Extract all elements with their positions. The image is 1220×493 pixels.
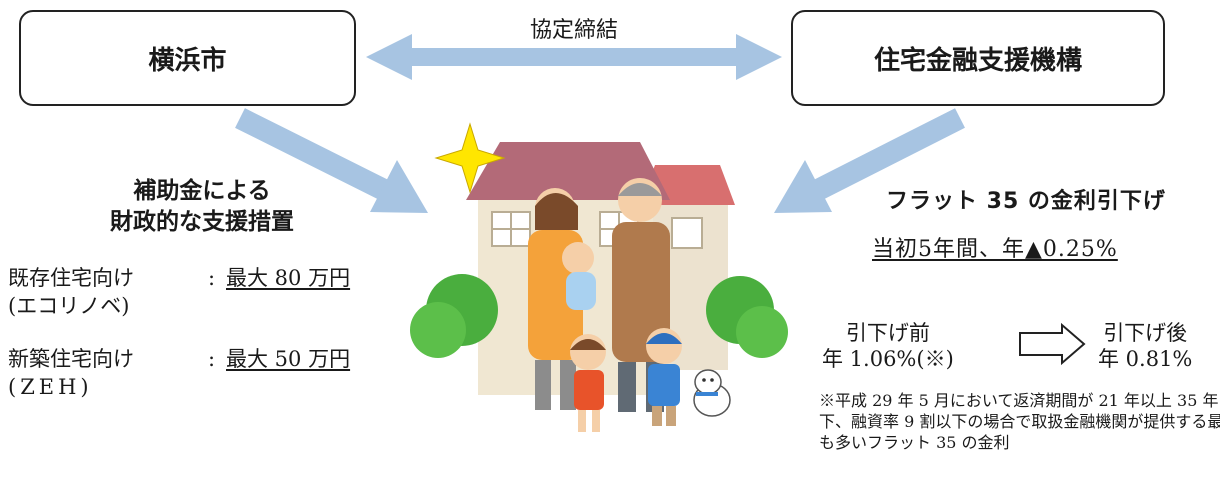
existing-housing-sub: (エコリノベ): [8, 294, 130, 318]
family-house-illustration: [410, 122, 788, 432]
before-rate: 年 1.06%(※): [822, 347, 954, 371]
after-rate-block: 引下げ後 年 0.81%: [1098, 320, 1192, 372]
left-diagonal-arrow: [235, 108, 428, 213]
agreement-double-arrow: [366, 34, 782, 80]
right-diagonal-arrow: [774, 108, 965, 213]
flat35-reduction: 当初5年間、年▲0.25%: [872, 237, 1118, 262]
housing-finance-agency-label: 住宅金融支援機構: [873, 45, 1082, 76]
yokohama-city-box: 横浜市: [19, 10, 356, 106]
housing-finance-agency-box: 住宅金融支援機構: [791, 10, 1165, 106]
rate-change-arrow: [1019, 322, 1086, 366]
new-housing-sub: (ZEH): [8, 375, 93, 399]
new-housing-colon: :: [208, 347, 216, 371]
after-label: 引下げ後: [1103, 321, 1188, 345]
before-rate-block: 引下げ前 年 1.06%(※): [822, 320, 954, 372]
subsidy-heading-line1: 補助金による: [133, 178, 271, 204]
subsidy-heading: 補助金による 財政的な支援措置: [96, 176, 308, 238]
before-label: 引下げ前: [845, 321, 930, 345]
existing-housing-amount: 最大 80 万円: [226, 266, 351, 290]
flat35-footnote: ※平成 29 年 5 月において返済期間が 21 年以上 35 年以下、融資率 …: [819, 391, 1220, 452]
after-rate: 年 0.81%: [1098, 347, 1193, 371]
existing-housing-colon: :: [208, 266, 216, 290]
agreement-label: 協定締結: [530, 18, 619, 43]
existing-housing-label: 既存住宅向け: [8, 266, 134, 290]
subsidy-heading-line2: 財政的な支援措置: [110, 209, 294, 235]
flat35-title: フラット 35 の金利引下げ: [886, 189, 1166, 214]
new-housing-label: 新築住宅向け: [8, 347, 134, 371]
new-housing-amount: 最大 50 万円: [226, 347, 351, 371]
yokohama-city-label: 横浜市: [148, 45, 227, 76]
